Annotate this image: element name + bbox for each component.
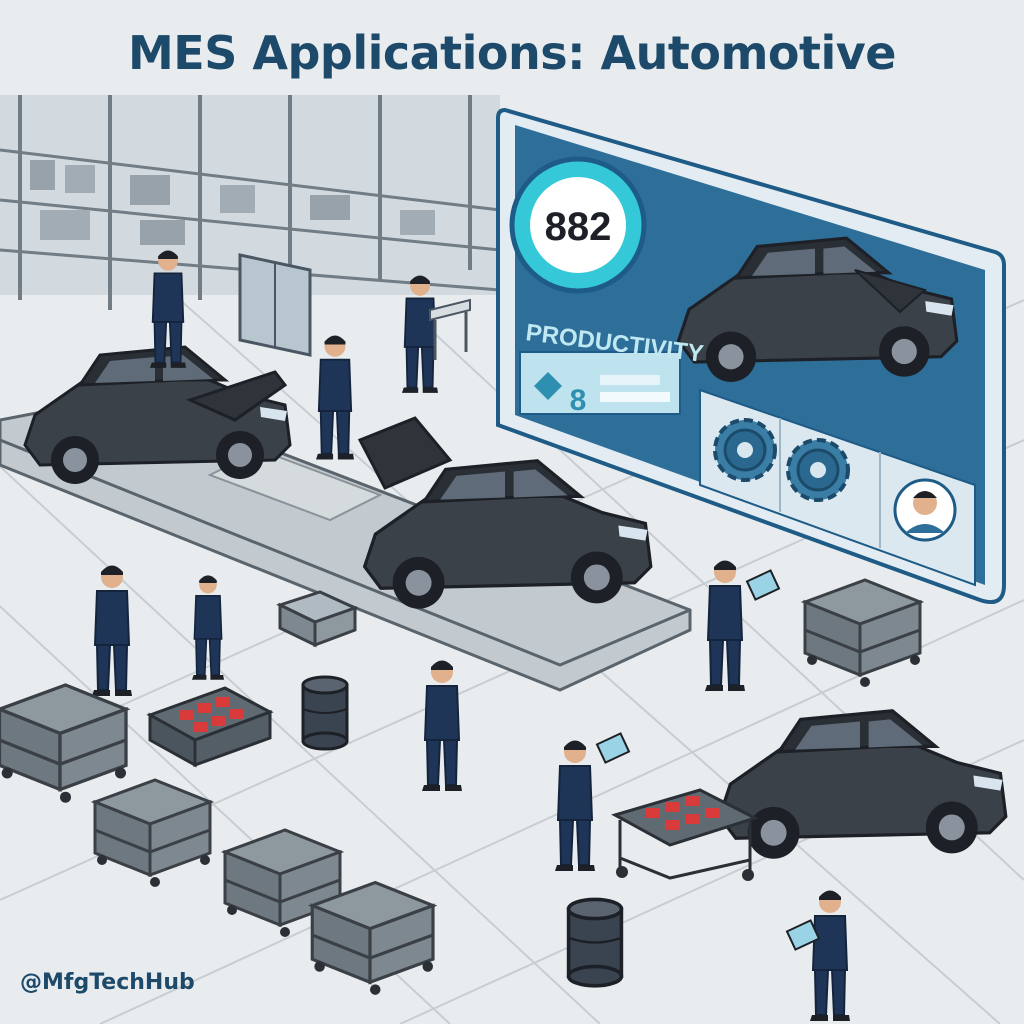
worker — [554, 739, 596, 872]
tablet-icon — [745, 569, 781, 601]
productivity-gauge — [514, 161, 642, 289]
diamond-icon — [534, 372, 562, 400]
worker — [421, 659, 463, 792]
mes-dashboard-screen — [496, 107, 1006, 605]
storage-cart — [310, 880, 435, 997]
gear-icon — [786, 438, 850, 502]
gauge-value: 882 — [545, 205, 612, 249]
car-on-line-center — [362, 459, 653, 611]
car-trunk-open-center — [357, 416, 453, 490]
metric-value: 8 — [570, 384, 587, 417]
social-handle: @MfgTechHub — [20, 970, 195, 995]
worker — [91, 564, 133, 697]
work-table — [429, 298, 471, 360]
barrel — [566, 897, 624, 988]
tablet-icon — [595, 732, 631, 764]
parts-cart-red — [611, 788, 759, 881]
operator-avatar-icon — [893, 478, 957, 542]
empty-bin — [275, 590, 360, 648]
parts-cart-right — [803, 578, 922, 689]
worker — [809, 889, 851, 1022]
page-title: MES Applications: Automotive — [128, 26, 896, 80]
glass-cabinet — [238, 253, 312, 357]
barrel — [301, 675, 349, 751]
tablet-icon — [785, 919, 821, 951]
parts-tray-red — [146, 686, 274, 768]
storage-cart — [93, 778, 212, 889]
car-hood-open-left — [185, 370, 288, 422]
worker — [315, 334, 355, 461]
gear-icon — [713, 418, 777, 482]
storage-cart-left — [0, 683, 128, 805]
worker-kneeling — [191, 574, 225, 681]
car-parked-right — [717, 709, 1008, 861]
